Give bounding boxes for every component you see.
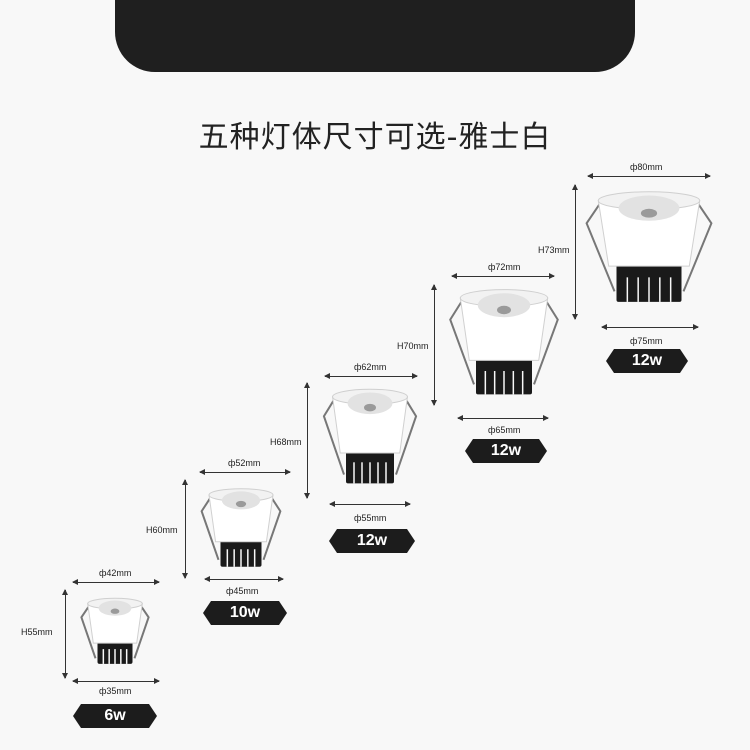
lamp-5-top-diameter: ф80mm: [630, 162, 663, 172]
reflector: [221, 491, 261, 510]
reflector: [618, 195, 680, 221]
lamp-2-top-diameter: ф52mm: [228, 458, 261, 468]
page-title: 五种灯体尺寸可选-雅士白: [198, 120, 552, 155]
lamp-3-bottom-diameter: ф55mm: [354, 513, 387, 523]
downlight-graphic: [80, 597, 150, 664]
lamp-1-top-diameter: ф42mm: [99, 568, 132, 578]
lamp-4-height: H70mm: [397, 341, 429, 351]
lamp-5-height-dimension-line: [572, 184, 578, 320]
spring-clip-right: [533, 299, 559, 385]
lamp-1-height: H55mm: [21, 627, 53, 637]
spring-clip-right: [133, 604, 150, 659]
lamp-3-height-dimension-line: [304, 382, 310, 499]
lamp-3-bottom-dimension-line: [329, 501, 411, 507]
spring-clip-right: [682, 202, 713, 292]
lamp-3-top-dimension-line: [324, 373, 418, 379]
lamp-5-power-badge: 12w: [606, 349, 688, 373]
lamp-4-top-dimension-line: [451, 273, 555, 279]
lamp-4-bottom-dimension-line: [457, 415, 549, 421]
lamp-5-bottom-dimension-line: [601, 324, 699, 330]
lamp-4-top-diameter: ф72mm: [488, 262, 521, 272]
lamp-5-height: H73mm: [538, 245, 570, 255]
lamp-2-power-badge: 10w: [203, 601, 287, 625]
lamp-3-power-badge: 12w: [329, 529, 415, 553]
lamp-4-height-dimension-line: [431, 284, 437, 406]
spring-clip-left: [200, 496, 220, 561]
downlight-graphic: [322, 388, 418, 484]
spring-clip-right: [262, 496, 282, 561]
header-tab: [115, 0, 635, 72]
reflector: [98, 600, 132, 616]
reflector: [477, 293, 531, 318]
lamp-2-height: H60mm: [146, 525, 178, 535]
lamp-2-bottom-diameter: ф45mm: [226, 586, 259, 596]
lamp-2-bottom-dimension-line: [204, 576, 284, 582]
spring-clip-left: [449, 299, 475, 385]
spring-clip-left: [80, 604, 97, 659]
lamp-1-bottom-diameter: ф35mm: [99, 686, 132, 696]
downlight-graphic: [585, 191, 713, 302]
lamp-5-bottom-diameter: ф75mm: [630, 336, 663, 346]
reflector: [347, 392, 393, 415]
spring-clip-left: [322, 398, 345, 475]
lamp-3-height: H68mm: [270, 437, 302, 447]
spring-clip-left: [585, 202, 616, 292]
spring-clip-right: [395, 398, 418, 475]
lamp-1-top-dimension-line: [72, 579, 160, 585]
lamp-3-top-diameter: ф62mm: [354, 362, 387, 372]
lamp-5-top-dimension-line: [587, 173, 711, 179]
lamp-1-height-dimension-line: [62, 589, 68, 679]
downlight-graphic: [200, 488, 282, 567]
lamp-1-power-badge: 6w: [73, 704, 157, 728]
lamp-2-height-dimension-line: [182, 479, 188, 579]
lamp-4-bottom-diameter: ф65mm: [488, 425, 521, 435]
downlight-graphic: [449, 289, 559, 395]
lamp-4-power-badge: 12w: [465, 439, 547, 463]
lamp-1-bottom-dimension-line: [72, 678, 160, 684]
lamp-2-top-dimension-line: [199, 469, 291, 475]
